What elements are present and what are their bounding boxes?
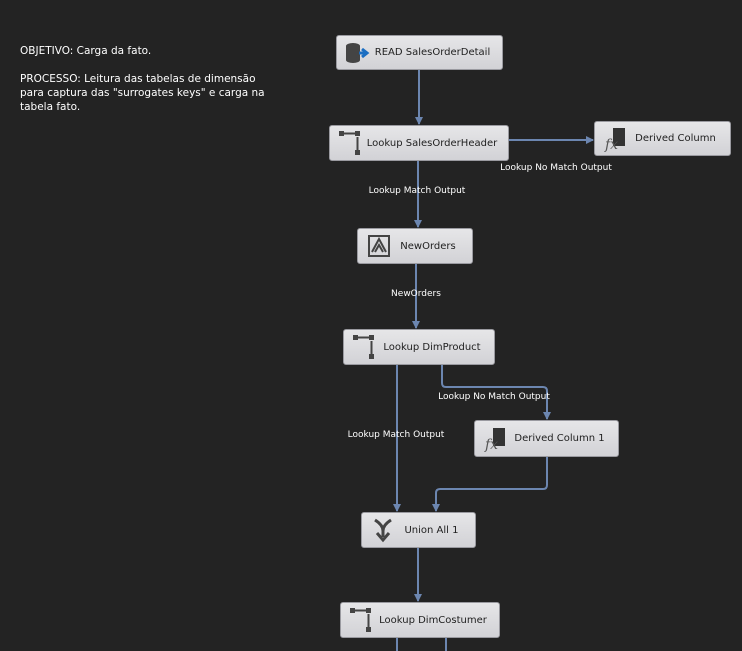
component-derived-column[interactable]: fx Derived Column <box>594 121 731 156</box>
component-label: Lookup SalesOrderHeader <box>366 137 498 149</box>
component-union-all-1[interactable]: Union All 1 <box>361 512 476 548</box>
component-derived-column-1[interactable]: fx Derived Column 1 <box>474 420 619 457</box>
component-label: READ SalesOrderDetail <box>374 47 491 58</box>
path-label-neworders[interactable]: NewOrders <box>391 289 441 299</box>
component-lookup-salesorderheader[interactable]: Lookup SalesOrderHeader <box>329 125 509 161</box>
lookup-icon <box>336 128 366 158</box>
annotation[interactable]: OBJETIVO: Carga da fato. PROCESSO: Leitu… <box>20 44 270 128</box>
component-label: Lookup DimCostumer <box>379 614 487 626</box>
lookup-icon <box>350 332 380 362</box>
annotation-process: PROCESSO: Leitura das tabelas de dimensã… <box>20 73 265 113</box>
path-product-no-match <box>441 364 551 420</box>
component-label: Derived Column <box>635 133 716 144</box>
data-source-icon <box>343 38 373 68</box>
path-derived1-to-union <box>432 456 548 512</box>
svg-text:fx: fx <box>484 437 498 452</box>
path-label-header-no-match[interactable]: Lookup No Match Output <box>500 163 612 173</box>
union-all-icon <box>368 515 398 545</box>
component-lookup-dimcostumer[interactable]: Lookup DimCostumer <box>340 602 500 638</box>
annotation-objective: OBJETIVO: Carga da fato. <box>20 45 152 57</box>
lookup-icon <box>347 605 377 635</box>
derived-column-icon: fx <box>601 124 631 154</box>
component-lookup-dimproduct[interactable]: Lookup DimProduct <box>343 329 495 365</box>
derived-column-icon: fx <box>481 424 511 454</box>
component-label: NewOrders <box>400 240 456 252</box>
component-neworders[interactable]: NewOrders <box>357 228 473 264</box>
component-read-salesorderdetail[interactable]: READ SalesOrderDetail <box>336 35 503 70</box>
path-label-product-match[interactable]: Lookup Match Output <box>347 430 445 440</box>
cache-transform-icon <box>364 231 394 261</box>
svg-text:fx: fx <box>604 137 618 152</box>
component-label: Union All 1 <box>404 524 459 536</box>
component-label: Derived Column 1 <box>514 433 605 444</box>
path-label-product-no-match[interactable]: Lookup No Match Output <box>438 392 550 402</box>
component-label: Lookup DimProduct <box>383 341 481 353</box>
path-label-header-match[interactable]: Lookup Match Output <box>368 186 466 196</box>
